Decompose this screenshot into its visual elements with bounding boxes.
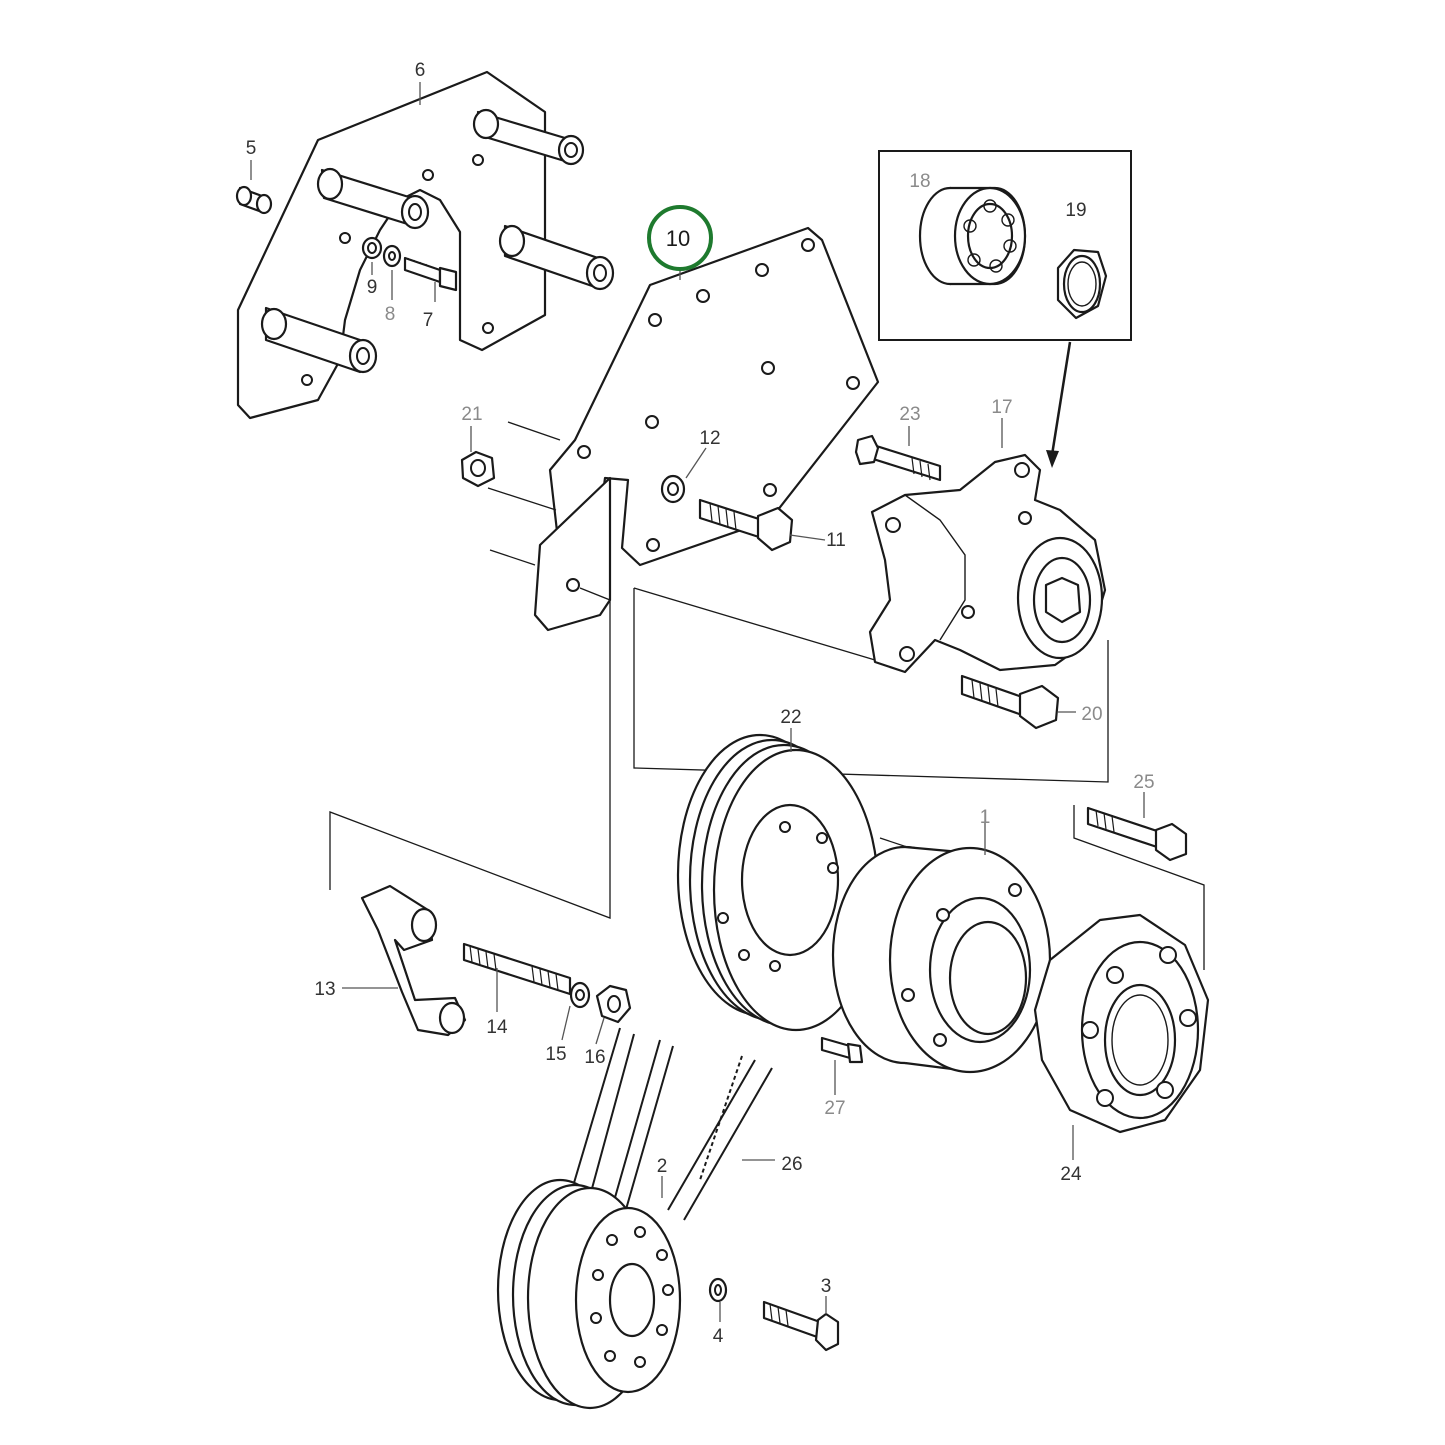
washer-part-9 bbox=[361, 236, 383, 260]
bolt-part-11 bbox=[698, 498, 794, 552]
highlight-ring bbox=[647, 205, 713, 271]
label-part-2: 2 bbox=[657, 1156, 668, 1177]
ball-bearing-part-18 bbox=[918, 186, 1027, 286]
nut-part-21 bbox=[460, 450, 496, 488]
clutch-part-1 bbox=[831, 845, 1052, 1074]
label-part-16: 16 bbox=[584, 1047, 605, 1068]
label-part-13: 13 bbox=[314, 979, 335, 1000]
label-part-23: 23 bbox=[899, 404, 920, 425]
washer-part-4 bbox=[708, 1277, 728, 1303]
lock-nut-part-19 bbox=[1056, 248, 1108, 320]
threaded-rod-part-14 bbox=[462, 942, 572, 996]
label-part-3: 3 bbox=[821, 1276, 832, 1297]
label-part-26: 26 bbox=[781, 1154, 802, 1175]
bearing-housing-part-17 bbox=[868, 453, 1107, 674]
label-part-27: 27 bbox=[824, 1098, 845, 1119]
label-part-14: 14 bbox=[486, 1017, 508, 1038]
bolt-part-23 bbox=[854, 434, 942, 482]
assembly-frame-lines bbox=[329, 421, 1205, 970]
label-part-20: 20 bbox=[1081, 704, 1102, 725]
label-part-1: 1 bbox=[980, 807, 991, 828]
crank-pulley-part-2 bbox=[496, 1178, 682, 1410]
mounting-plate-part-6 bbox=[236, 70, 615, 420]
label-part-15: 15 bbox=[545, 1044, 566, 1065]
bolt-part-25 bbox=[1086, 806, 1188, 862]
label-part-24: 24 bbox=[1060, 1164, 1082, 1185]
label-part-22: 22 bbox=[780, 707, 801, 728]
washer-part-12 bbox=[660, 474, 686, 504]
label-part-25: 25 bbox=[1133, 772, 1154, 793]
coupling-part-24 bbox=[1033, 913, 1210, 1134]
label-part-8: 8 bbox=[385, 304, 396, 325]
bolt-part-3 bbox=[762, 1300, 840, 1352]
adapter-plate-part-10 bbox=[548, 226, 880, 567]
label-part-21: 21 bbox=[461, 404, 482, 425]
label-part-4: 4 bbox=[713, 1326, 724, 1347]
part-labels: 6 5 9 8 7 10 18 19 21 12 23 17 11 20 22 … bbox=[246, 60, 1155, 1347]
label-part-5: 5 bbox=[246, 138, 257, 159]
bolt-part-7 bbox=[403, 256, 458, 292]
pulley-part-22 bbox=[676, 733, 880, 1032]
nut-part-16 bbox=[595, 984, 632, 1024]
label-part-6: 6 bbox=[415, 60, 426, 81]
screw-part-27 bbox=[820, 1036, 864, 1064]
inset-detail-box bbox=[878, 150, 1132, 468]
washer-part-8 bbox=[382, 244, 402, 268]
washer-part-15 bbox=[569, 981, 591, 1009]
label-part-10: 10 bbox=[666, 226, 690, 251]
label-part-11: 11 bbox=[826, 530, 846, 551]
label-part-17: 17 bbox=[991, 397, 1012, 418]
leader-lines bbox=[250, 82, 1145, 1322]
label-part-12: 12 bbox=[699, 428, 720, 449]
label-part-19: 19 bbox=[1065, 200, 1086, 221]
spacer-sleeve-part-5 bbox=[235, 185, 273, 215]
tensioner-arm-part-13 bbox=[360, 884, 467, 1037]
label-part-7: 7 bbox=[423, 310, 434, 331]
label-part-18: 18 bbox=[909, 171, 930, 192]
bolt-part-20 bbox=[960, 674, 1060, 730]
label-part-9: 9 bbox=[367, 277, 378, 298]
